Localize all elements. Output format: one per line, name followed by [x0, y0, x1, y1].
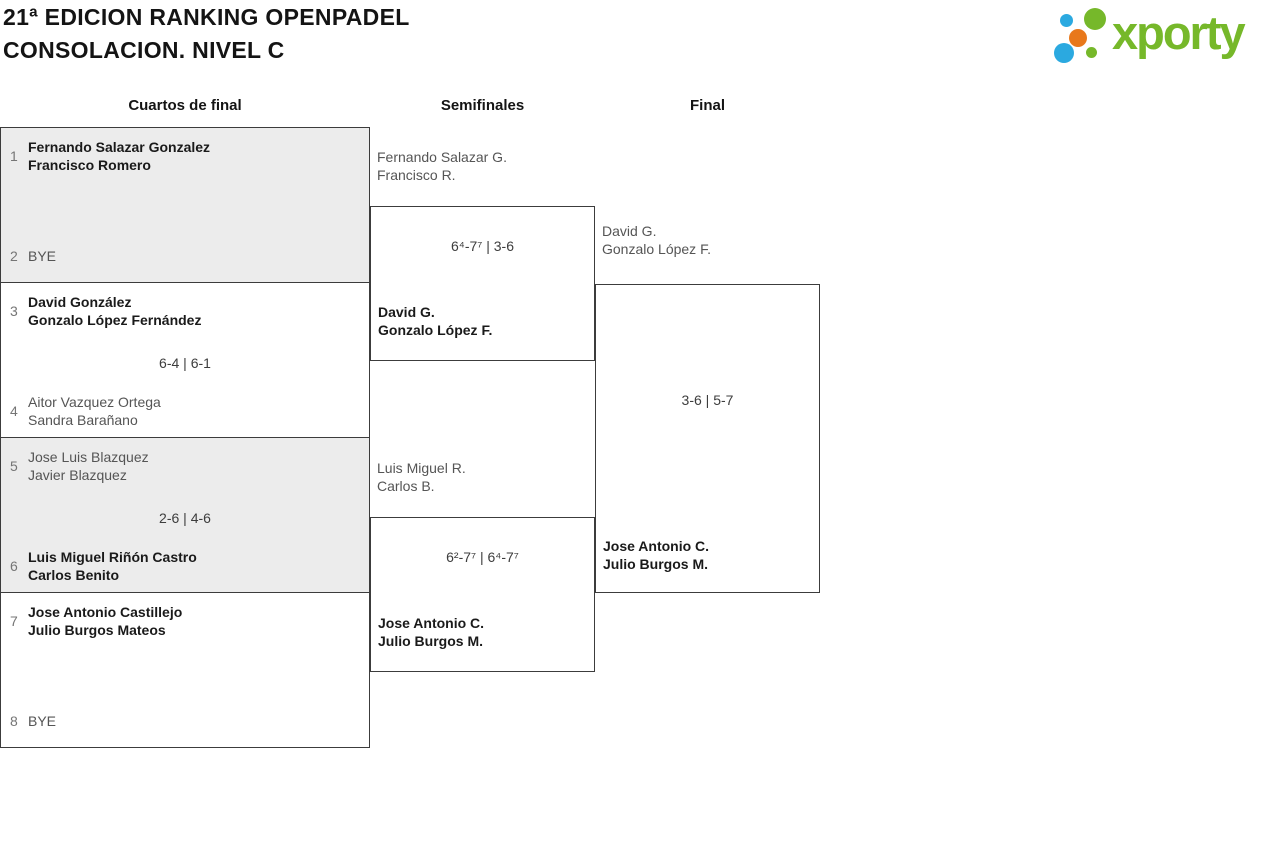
team-names: Jose Luis Blazquez Javier Blazquez [28, 448, 149, 484]
team-slot-top: 5 Jose Luis Blazquez Javier Blazquez [10, 448, 361, 484]
page-title-line-1: 21ª EDICION RANKING OPENPADEL [3, 4, 410, 30]
team-names: BYE [28, 247, 56, 265]
team-name-line: Carlos B. [377, 478, 435, 494]
match-box-quarterfinal-4[interactable]: 7 Jose Antonio Castillejo Julio Burgos M… [0, 593, 370, 748]
logo-dot-blue-large [1054, 43, 1074, 63]
team-names: BYE [28, 712, 56, 730]
team-name-line: Francisco Romero [28, 157, 151, 173]
semifinal-1-team-a-label: Fernando Salazar G. Francisco R. [377, 148, 507, 184]
team-names: Luis Miguel R. Carlos B. [377, 459, 466, 495]
team-name-line: Luis Miguel R. [377, 460, 466, 476]
logo-wordmark: xporty [1112, 6, 1246, 59]
team-names: David G. Gonzalo López F. [378, 303, 492, 339]
match-score: 6²-7⁷ | 6⁴-7⁷ [446, 549, 519, 565]
team-names: David G. Gonzalo López F. [602, 222, 711, 258]
team-name-line: Julio Burgos Mateos [28, 622, 166, 638]
logo-dot-green-small [1086, 47, 1097, 58]
match-box-final[interactable]: 3-6 | 5-7 Jose Antonio C. Julio Burgos M… [595, 284, 820, 593]
seed-number: 4 [10, 403, 18, 419]
semifinal-2-team-a-label: Luis Miguel R. Carlos B. [377, 459, 466, 495]
round-header-quarterfinals: Cuartos de final [128, 97, 242, 114]
team-name-line: Carlos Benito [28, 567, 120, 583]
semifinal-1-team-b-label: David G. Gonzalo López F. [378, 303, 492, 339]
team-name-line: BYE [28, 713, 57, 729]
team-name-line: Fernando Salazar G. [377, 149, 507, 165]
team-name-line: David G. [378, 304, 435, 320]
round-header-final: Final [689, 97, 725, 114]
team-slot-bottom: 2 BYE [10, 238, 361, 274]
team-slot-top: 3 David González Gonzalo López Fernández [10, 293, 361, 329]
team-name-line: Gonzalo López Fernández [28, 312, 202, 328]
semifinal-2-team-b-label: Jose Antonio C. Julio Burgos M. [378, 614, 484, 650]
team-name-line: Jose Luis Blazquez [28, 449, 149, 465]
match-box-semifinal-1[interactable]: 6⁴-7⁷ | 3-6 David G. Gonzalo López F. [370, 206, 595, 361]
team-names: Jose Antonio Castillejo Julio Burgos Mat… [28, 603, 182, 639]
team-name-line: David González [28, 294, 132, 310]
team-name-line: Jose Antonio C. [603, 538, 710, 554]
team-name-line: Jose Antonio C. [378, 615, 485, 631]
match-score: 6⁴-7⁷ | 3-6 [451, 238, 514, 254]
xporty-logo[interactable]: xporty [1050, 0, 1280, 72]
match-box-quarterfinal-2[interactable]: 3 David González Gonzalo López Fernández… [0, 283, 370, 438]
seed-number: 1 [10, 148, 18, 164]
team-slot-top: 7 Jose Antonio Castillejo Julio Burgos M… [10, 603, 361, 639]
team-name-line: Jose Antonio Castillejo [28, 604, 183, 620]
page-title-line-2: CONSOLACION. NIVEL C [3, 37, 285, 63]
team-name-line: Sandra Barañano [28, 412, 138, 428]
seed-number: 6 [10, 558, 18, 574]
team-names: David González Gonzalo López Fernández [28, 293, 201, 329]
page-title: 21ª EDICION RANKING OPENPADEL CONSOLACIO… [3, 1, 410, 67]
seed-number: 8 [10, 713, 18, 729]
team-slot-bottom: 8 BYE [10, 703, 361, 739]
match-box-semifinal-2[interactable]: 6²-7⁷ | 6⁴-7⁷ Jose Antonio C. Julio Burg… [370, 517, 595, 672]
team-names: Aitor Vazquez Ortega Sandra Barañano [28, 393, 161, 429]
team-name-line: Aitor Vazquez Ortega [28, 394, 161, 410]
team-name-line: David G. [602, 223, 657, 239]
team-name-line: Julio Burgos M. [378, 633, 483, 649]
logo-dot-blue-small [1060, 14, 1073, 27]
match-score: 2-6 | 4-6 [159, 510, 211, 526]
team-names: Fernando Salazar Gonzalez Francisco Rome… [28, 138, 210, 174]
match-score: 3-6 | 5-7 [681, 392, 734, 408]
seed-number: 2 [10, 248, 18, 264]
seed-number: 5 [10, 458, 18, 474]
team-name-line: BYE [28, 248, 57, 264]
match-box-quarterfinal-1[interactable]: 1 Fernando Salazar Gonzalez Francisco Ro… [0, 127, 370, 283]
team-names: Fernando Salazar G. Francisco R. [377, 148, 507, 184]
logo-dot-green-large [1084, 8, 1106, 30]
team-names: Jose Antonio C. Julio Burgos M. [378, 614, 484, 650]
logo-dot-orange [1069, 29, 1087, 47]
seed-number: 3 [10, 303, 18, 319]
match-box-quarterfinal-3[interactable]: 5 Jose Luis Blazquez Javier Blazquez 2-6… [0, 438, 370, 593]
match-score: 6-4 | 6-1 [159, 355, 211, 371]
round-header-semifinals: Semifinales [440, 97, 525, 114]
team-name-line: Julio Burgos M. [603, 556, 708, 572]
final-team-b-label: Jose Antonio C. Julio Burgos M. [603, 537, 709, 573]
team-name-line: Francisco R. [377, 167, 456, 183]
team-slot-bottom: 6 Luis Miguel Riñón Castro Carlos Benito [10, 548, 361, 584]
team-name-line: Gonzalo López F. [378, 322, 493, 338]
team-name-line: Luis Miguel Riñón Castro [28, 549, 197, 565]
team-name-line: Javier Blazquez [28, 467, 127, 483]
seed-number: 7 [10, 613, 18, 629]
team-name-line: Gonzalo López F. [602, 241, 711, 257]
final-team-a-label: David G. Gonzalo López F. [602, 222, 711, 258]
team-name-line: Fernando Salazar Gonzalez [28, 139, 211, 155]
team-names: Jose Antonio C. Julio Burgos M. [603, 537, 709, 573]
team-slot-top: 1 Fernando Salazar Gonzalez Francisco Ro… [10, 138, 361, 174]
team-names: Luis Miguel Riñón Castro Carlos Benito [28, 548, 197, 584]
team-slot-bottom: 4 Aitor Vazquez Ortega Sandra Barañano [10, 393, 361, 429]
